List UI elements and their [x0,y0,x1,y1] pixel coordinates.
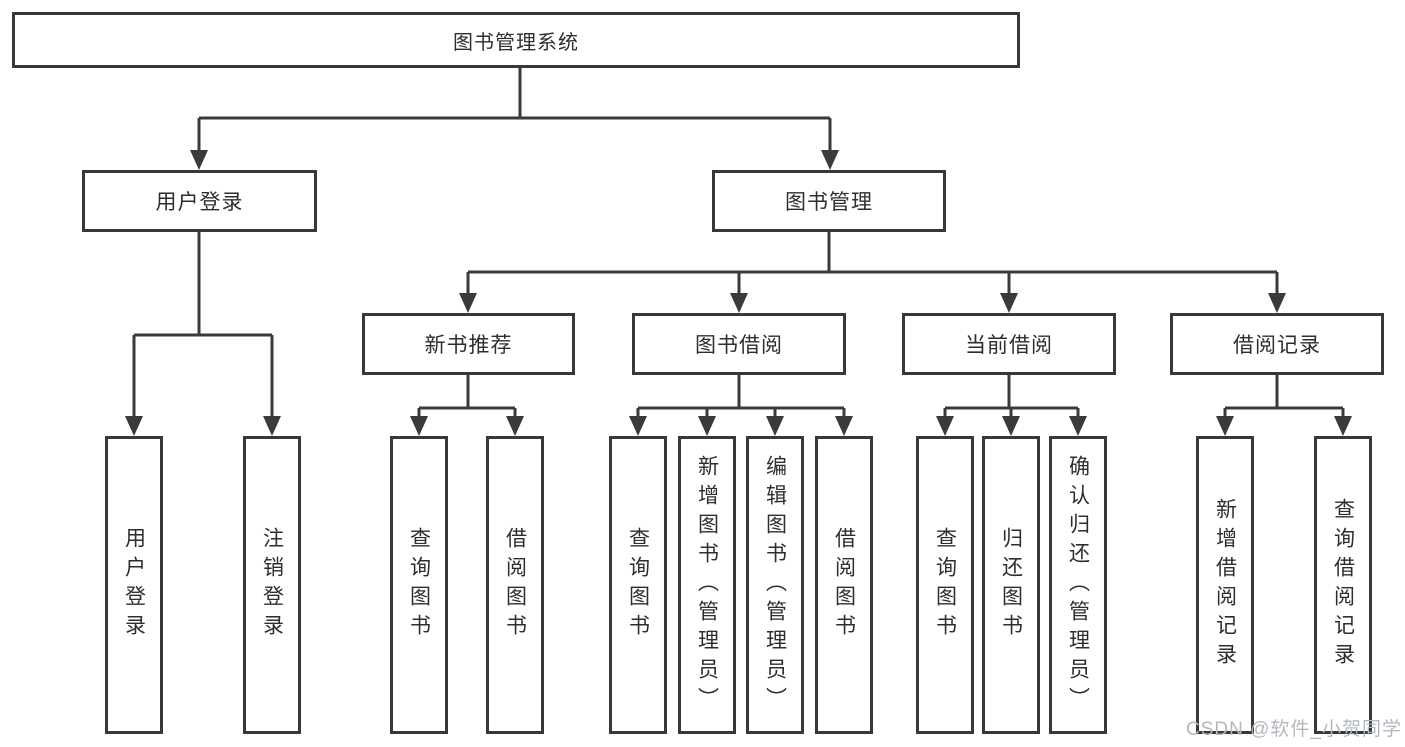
node-user-login-label: 用户登录 [155,191,244,214]
leaf-borrow-books: 借阅图书 [815,436,873,734]
leaf-add-books-admin-label: 新增图书（管理员） [695,454,719,716]
leaf-borrow-books-newbook: 借阅图书 [486,436,544,734]
leaf-add-books-admin: 新增图书（管理员） [678,436,736,734]
node-user-login: 用户登录 [82,170,317,232]
root-node-label: 图书管理系统 [453,31,579,54]
leaf-edit-books-admin: 编辑图书（管理员） [746,436,804,734]
leaf-return-books: 归还图书 [982,436,1040,734]
leaf-query-books-current-label: 查询图书 [933,527,957,643]
leaf-query-books-current: 查询图书 [916,436,974,734]
node-book-borrow: 图书借阅 [632,313,846,375]
leaf-edit-books-admin-label: 编辑图书（管理员） [763,454,787,716]
leaf-query-books-newbook-label: 查询图书 [407,527,431,643]
leaf-logout-login: 注销登录 [243,436,301,734]
node-current-borrow: 当前借阅 [902,313,1116,375]
leaf-query-books-borrow: 查询图书 [609,436,667,734]
leaf-confirm-return-admin-label: 确认归还（管理员） [1066,454,1090,716]
leaf-logout-login-label: 注销登录 [260,527,284,643]
leaf-return-books-label: 归还图书 [999,527,1023,643]
root-node-library-system: 图书管理系统 [12,12,1020,68]
leaf-borrow-books-label: 借阅图书 [832,527,856,643]
node-book-management-label: 图书管理 [785,191,873,214]
node-new-book-recommend: 新书推荐 [362,313,575,375]
node-book-borrow-label: 图书借阅 [695,334,783,357]
csdn-watermark: CSDN @软件_小贺同学 [1186,719,1402,740]
leaf-user-login-label: 用户登录 [122,527,146,643]
leaf-borrow-books-newbook-label: 借阅图书 [503,527,527,643]
leaf-user-login: 用户登录 [105,436,163,734]
leaf-confirm-return-admin: 确认归还（管理员） [1049,436,1107,734]
node-new-book-recommend-label: 新书推荐 [424,334,513,357]
leaf-query-borrow-record: 查询借阅记录 [1314,436,1372,734]
leaf-query-books-borrow-label: 查询图书 [626,527,650,643]
node-borrow-records: 借阅记录 [1170,313,1384,375]
leaf-query-books-newbook: 查询图书 [390,436,448,734]
node-current-borrow-label: 当前借阅 [965,334,1053,357]
node-borrow-records-label: 借阅记录 [1233,334,1321,357]
leaf-add-borrow-record: 新增借阅记录 [1196,436,1254,734]
leaf-query-borrow-record-label: 查询借阅记录 [1331,498,1355,672]
node-book-management: 图书管理 [712,170,946,232]
leaf-add-borrow-record-label: 新增借阅记录 [1213,498,1237,672]
